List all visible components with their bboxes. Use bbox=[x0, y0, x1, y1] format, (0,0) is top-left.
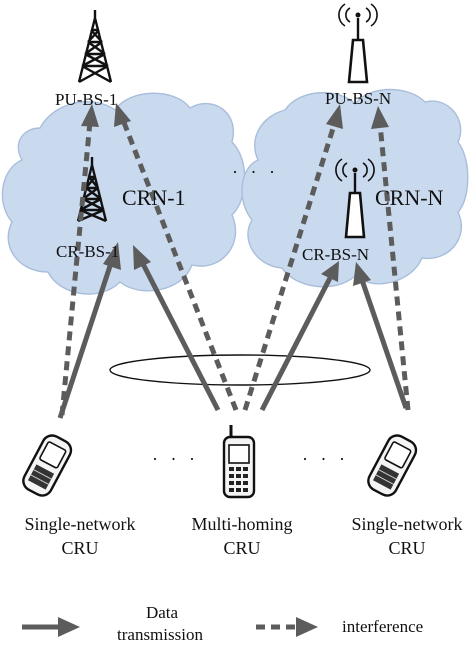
cr-bs-n-label: CR-BS-N bbox=[302, 245, 369, 264]
cloud-crn-1 bbox=[1, 92, 246, 295]
lattice-tower-icon bbox=[77, 10, 113, 84]
data-transmission-arrows bbox=[57, 242, 409, 419]
cru-left-label-line2: CRU bbox=[61, 538, 98, 558]
arrow-right-to-cr-bs-n bbox=[359, 279, 409, 409]
mobile-phone-icon bbox=[367, 434, 418, 497]
pu-bs-1-label: PU-BS-1 bbox=[55, 90, 117, 109]
multi-homing-ellipse bbox=[109, 354, 371, 386]
crn-1-label: CRN-1 bbox=[122, 185, 186, 210]
ellipsis-between-clouds: · · · bbox=[232, 162, 279, 182]
ellipsis-right-phones: · · · bbox=[302, 449, 349, 469]
interference-left-to-pu-bs-1 bbox=[59, 121, 93, 416]
interference-arrows bbox=[59, 103, 411, 416]
cru-mid-label-line1: Multi-homing bbox=[191, 514, 292, 534]
crn-n-label: CRN-N bbox=[375, 185, 444, 210]
lattice-tower-icon bbox=[76, 157, 108, 223]
legend-data-transmission-line1: Data bbox=[146, 603, 179, 622]
pu-bs-n-label: PU-BS-N bbox=[325, 89, 391, 108]
arrow-mid-to-cr-bs-n bbox=[259, 276, 333, 412]
ellipsis-left-phones: · · · bbox=[152, 449, 199, 469]
cru-mid-label-line2: CRU bbox=[223, 538, 260, 558]
antenna-base-station-icon bbox=[335, 158, 375, 239]
cru-right-label-line2: CRU bbox=[388, 538, 425, 558]
cru-left-label-line1: Single-network bbox=[25, 514, 136, 534]
mobile-phone-icon bbox=[22, 434, 73, 497]
interference-mid-to-pu-bs-n bbox=[242, 121, 338, 411]
interference-mid-to-pu-bs-1 bbox=[120, 119, 239, 411]
cru-right-label-line1: Single-network bbox=[352, 514, 463, 534]
mobile-phone-icon bbox=[222, 425, 256, 499]
cr-bs-1-label: CR-BS-1 bbox=[56, 242, 119, 261]
arrow-left-to-cr-bs-1 bbox=[57, 259, 115, 419]
legend-data-transmission-line2: transmission bbox=[117, 625, 203, 644]
legend-interference: interference bbox=[342, 617, 423, 636]
interference-right-to-pu-bs-n bbox=[377, 123, 411, 411]
legend: Data transmission interference bbox=[22, 603, 423, 644]
antenna-base-station-icon bbox=[338, 3, 378, 84]
arrow-mid-to-cr-bs-1 bbox=[139, 260, 221, 412]
